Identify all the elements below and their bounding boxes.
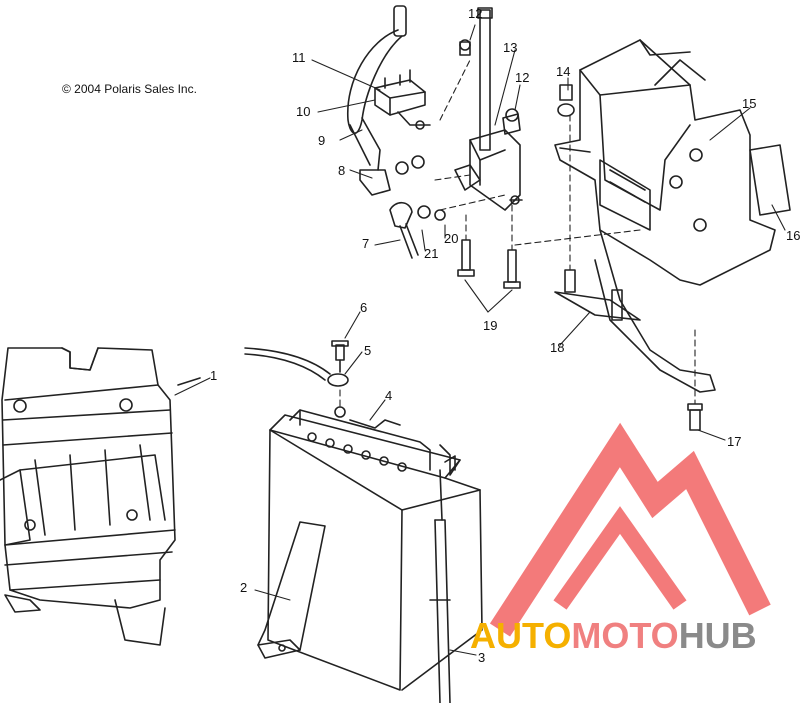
alignment-lines bbox=[339, 59, 696, 411]
relay-assembly bbox=[347, 5, 431, 196]
battery bbox=[267, 406, 483, 691]
watermark-moto: MOTO bbox=[571, 615, 678, 656]
callout-12-right: 12 bbox=[515, 70, 529, 85]
callout-12-top: 12 bbox=[468, 6, 482, 21]
callout-16: 16 bbox=[786, 228, 800, 243]
callout-11: 11 bbox=[292, 50, 306, 65]
callout-8: 8 bbox=[338, 163, 345, 178]
callout-10: 10 bbox=[296, 104, 310, 119]
callout-5: 5 bbox=[364, 343, 371, 358]
bolts bbox=[457, 239, 521, 289]
callout-18: 18 bbox=[550, 340, 564, 355]
screw bbox=[687, 403, 703, 431]
callout-15: 15 bbox=[742, 96, 756, 111]
copyright-text: © 2004 Polaris Sales Inc. bbox=[62, 82, 197, 96]
callout-9: 9 bbox=[318, 133, 325, 148]
callout-7: 7 bbox=[362, 236, 369, 251]
callout-1: 1 bbox=[210, 368, 217, 383]
callout-3: 3 bbox=[478, 650, 485, 665]
vent-tube bbox=[429, 469, 451, 703]
callout-19: 19 bbox=[483, 318, 497, 333]
solenoid-assembly bbox=[454, 7, 523, 211]
battery-strap bbox=[257, 521, 326, 659]
battery-tray bbox=[0, 347, 201, 646]
terminal-boot bbox=[389, 201, 446, 259]
watermark-auto: AUTO bbox=[470, 615, 571, 656]
callout-6: 6 bbox=[360, 300, 367, 315]
battery-cable bbox=[244, 340, 349, 387]
callout-2: 2 bbox=[240, 580, 247, 595]
watermark-text: AUTOMOTOHUB bbox=[470, 615, 757, 656]
callout-21: 21 bbox=[424, 246, 438, 261]
callout-17: 17 bbox=[727, 434, 741, 449]
callout-20: 20 bbox=[444, 231, 458, 246]
callout-4: 4 bbox=[385, 388, 392, 403]
hold-down-clamp bbox=[554, 269, 641, 321]
callout-14: 14 bbox=[556, 64, 570, 79]
callout-13: 13 bbox=[503, 40, 517, 55]
mounting-bracket bbox=[554, 39, 791, 393]
leader-lines bbox=[174, 24, 786, 656]
watermark-hub: HUB bbox=[679, 615, 757, 656]
watermark-logo bbox=[489, 422, 771, 637]
